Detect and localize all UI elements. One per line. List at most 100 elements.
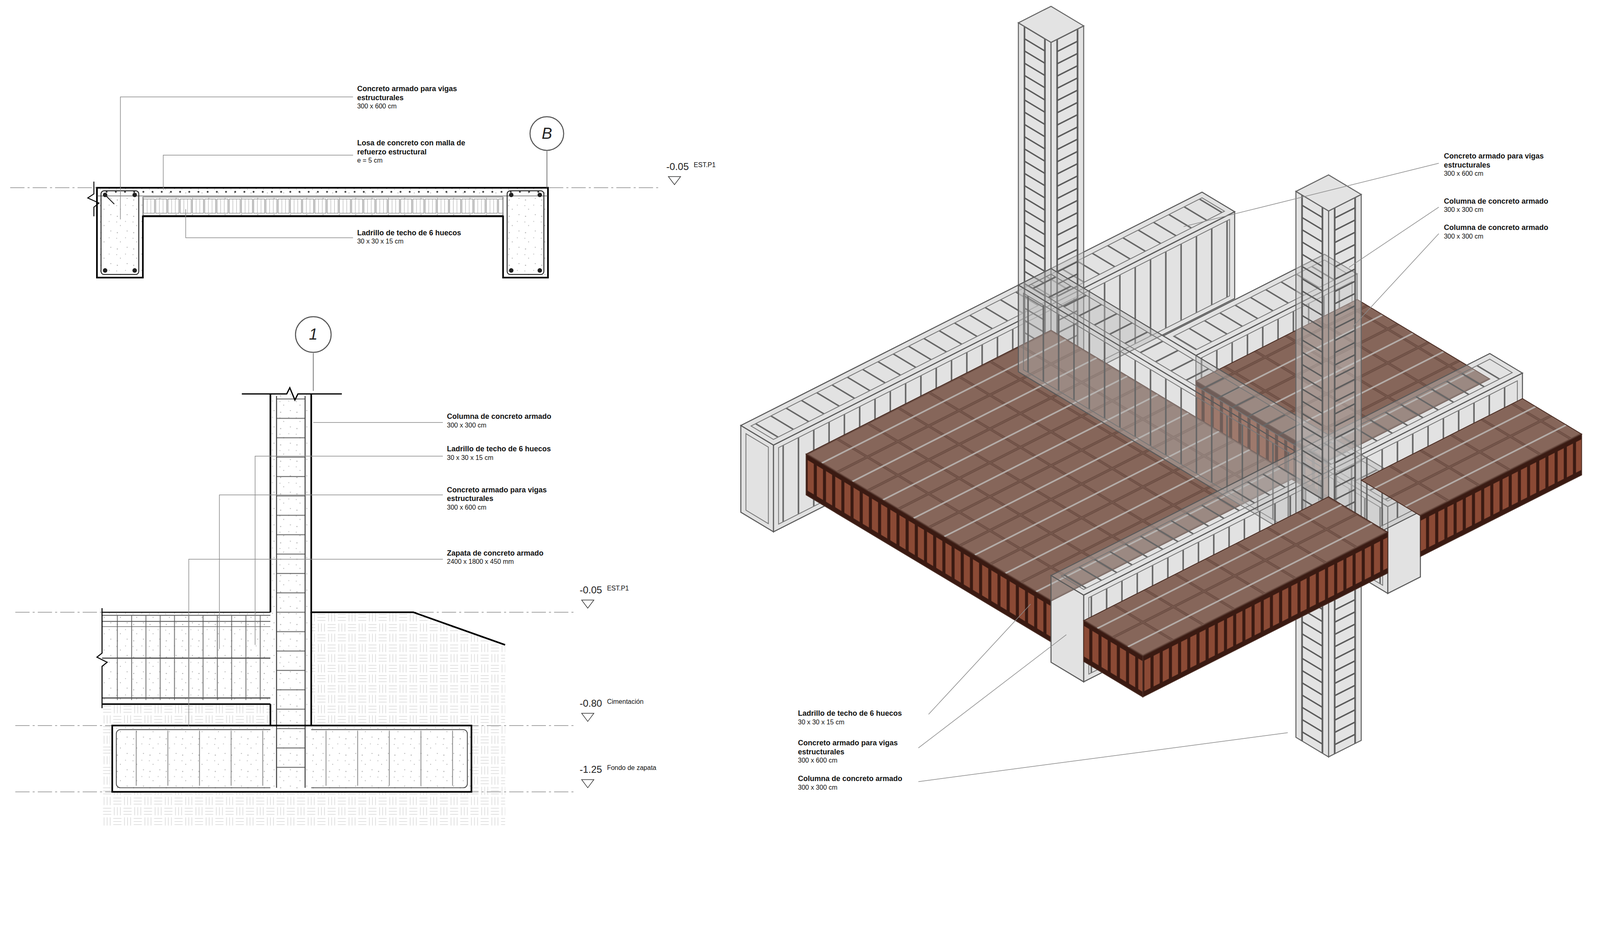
level-value: -1.25 (579, 764, 603, 776)
grid-axis-label: 1 (308, 326, 318, 344)
foundation-section (101, 626, 271, 627)
axonometric-structure (1142, 532, 1388, 698)
foundation-section (241, 387, 342, 401)
axonometric-structure (1018, 6, 1084, 43)
slab-section (132, 192, 137, 198)
slab-section (105, 195, 115, 205)
foundation-section (112, 725, 472, 793)
foundation-section (269, 393, 272, 613)
slab-section (668, 176, 681, 185)
foundation-section (96, 608, 108, 709)
axonometric-structure (1296, 191, 1329, 758)
foundation-section (581, 779, 594, 788)
foundation-section (581, 713, 594, 722)
bubble-outline (529, 117, 564, 151)
leader-line (188, 559, 444, 728)
foundation-section (581, 600, 594, 788)
leader-line (918, 635, 1067, 749)
foundation-section (311, 393, 506, 645)
axonometric-structure (740, 6, 1582, 758)
callout-caption: Concreto armado para vigas estructurales (1443, 151, 1576, 170)
callout-caption: Losa de concreto con malla de refuerzo e… (356, 138, 489, 157)
leader-line (1183, 163, 1439, 227)
axonometric-structure (1083, 620, 1143, 698)
axonometric-structure (1296, 174, 1362, 212)
leader-line (120, 96, 353, 220)
callout-caption: Concreto armado para vigas estructurales (356, 84, 489, 103)
grid-axis-bubble: B (529, 116, 565, 151)
foundation-section (304, 395, 306, 788)
callout-caption: Concreto armado para vigas estructurales (798, 738, 930, 757)
level-value: -0.80 (579, 698, 603, 710)
foundation-section (15, 353, 594, 827)
axonometric-structure (1420, 434, 1582, 557)
axonometric-structure (805, 454, 1051, 643)
foundation-section (270, 393, 311, 792)
foundation-section (101, 612, 271, 705)
axonometric-structure (1296, 174, 1362, 212)
grid-axis-label: B (541, 125, 553, 143)
foundation-section (101, 697, 271, 699)
slab-section (537, 192, 543, 198)
level-value: -0.05 (666, 161, 689, 173)
axonometric-structure (1142, 532, 1388, 698)
slab-section (537, 268, 543, 273)
slab-section (508, 192, 514, 198)
bubble-outline (295, 317, 332, 353)
leader-line (185, 209, 353, 238)
slab-section (96, 187, 548, 278)
foundation-section (269, 704, 272, 726)
axonometric-structure (1328, 194, 1361, 758)
axonometric-structure (1328, 194, 1361, 758)
leader-line (1353, 233, 1439, 327)
foundation-section (310, 612, 313, 726)
slab-section (101, 191, 139, 275)
foundation-section (101, 612, 271, 705)
axonometric-structure (745, 433, 769, 524)
callout-caption: Columna de concreto armado (446, 412, 552, 422)
foundation-section (276, 395, 277, 788)
callout-caption: Columna de concreto armado (1443, 223, 1549, 233)
foundation-section (101, 657, 271, 659)
callout-caption: Concreto armado para vigas estructurales (446, 485, 579, 504)
leader-line (188, 422, 444, 728)
axonometric-structure (1051, 575, 1084, 683)
axonometric-structure (1051, 575, 1084, 683)
foundation-section (101, 703, 271, 706)
slab-section (507, 191, 544, 275)
foundation-section (270, 393, 311, 792)
slab-section (96, 195, 548, 196)
axonometric-structure (1420, 434, 1582, 557)
axonometric-structure (1296, 191, 1329, 758)
leader-line (928, 604, 1031, 715)
leader-line (1349, 207, 1439, 268)
foundation-section (581, 600, 594, 609)
leader-line (918, 163, 1439, 783)
leader-line (918, 732, 1288, 782)
axonometric-structure (740, 425, 774, 532)
grid-axis-bubble: 1 (294, 316, 332, 353)
leader-line (163, 155, 353, 190)
foundation-section (313, 353, 314, 392)
callout-caption: Columna de concreto armado (1443, 197, 1549, 207)
callout-caption: Zapata de concreto armado (446, 549, 544, 559)
axonometric-structure (1083, 620, 1143, 698)
axonometric-structure (1296, 191, 1329, 758)
foundation-section (101, 621, 271, 622)
foundation-section (101, 393, 505, 792)
callout-caption: Ladrillo de techo de 6 huecos (356, 228, 461, 238)
leader-line (255, 456, 443, 646)
leader-line (219, 494, 443, 650)
slab-section (546, 151, 548, 188)
slab-section (102, 192, 542, 273)
leader-line (120, 96, 353, 238)
slab-section (87, 181, 99, 217)
foundation-section (101, 615, 271, 698)
leader-line (313, 422, 443, 423)
axonometric-structure (1328, 194, 1361, 758)
axonometric-structure (805, 454, 1051, 643)
slab-section (132, 268, 137, 273)
